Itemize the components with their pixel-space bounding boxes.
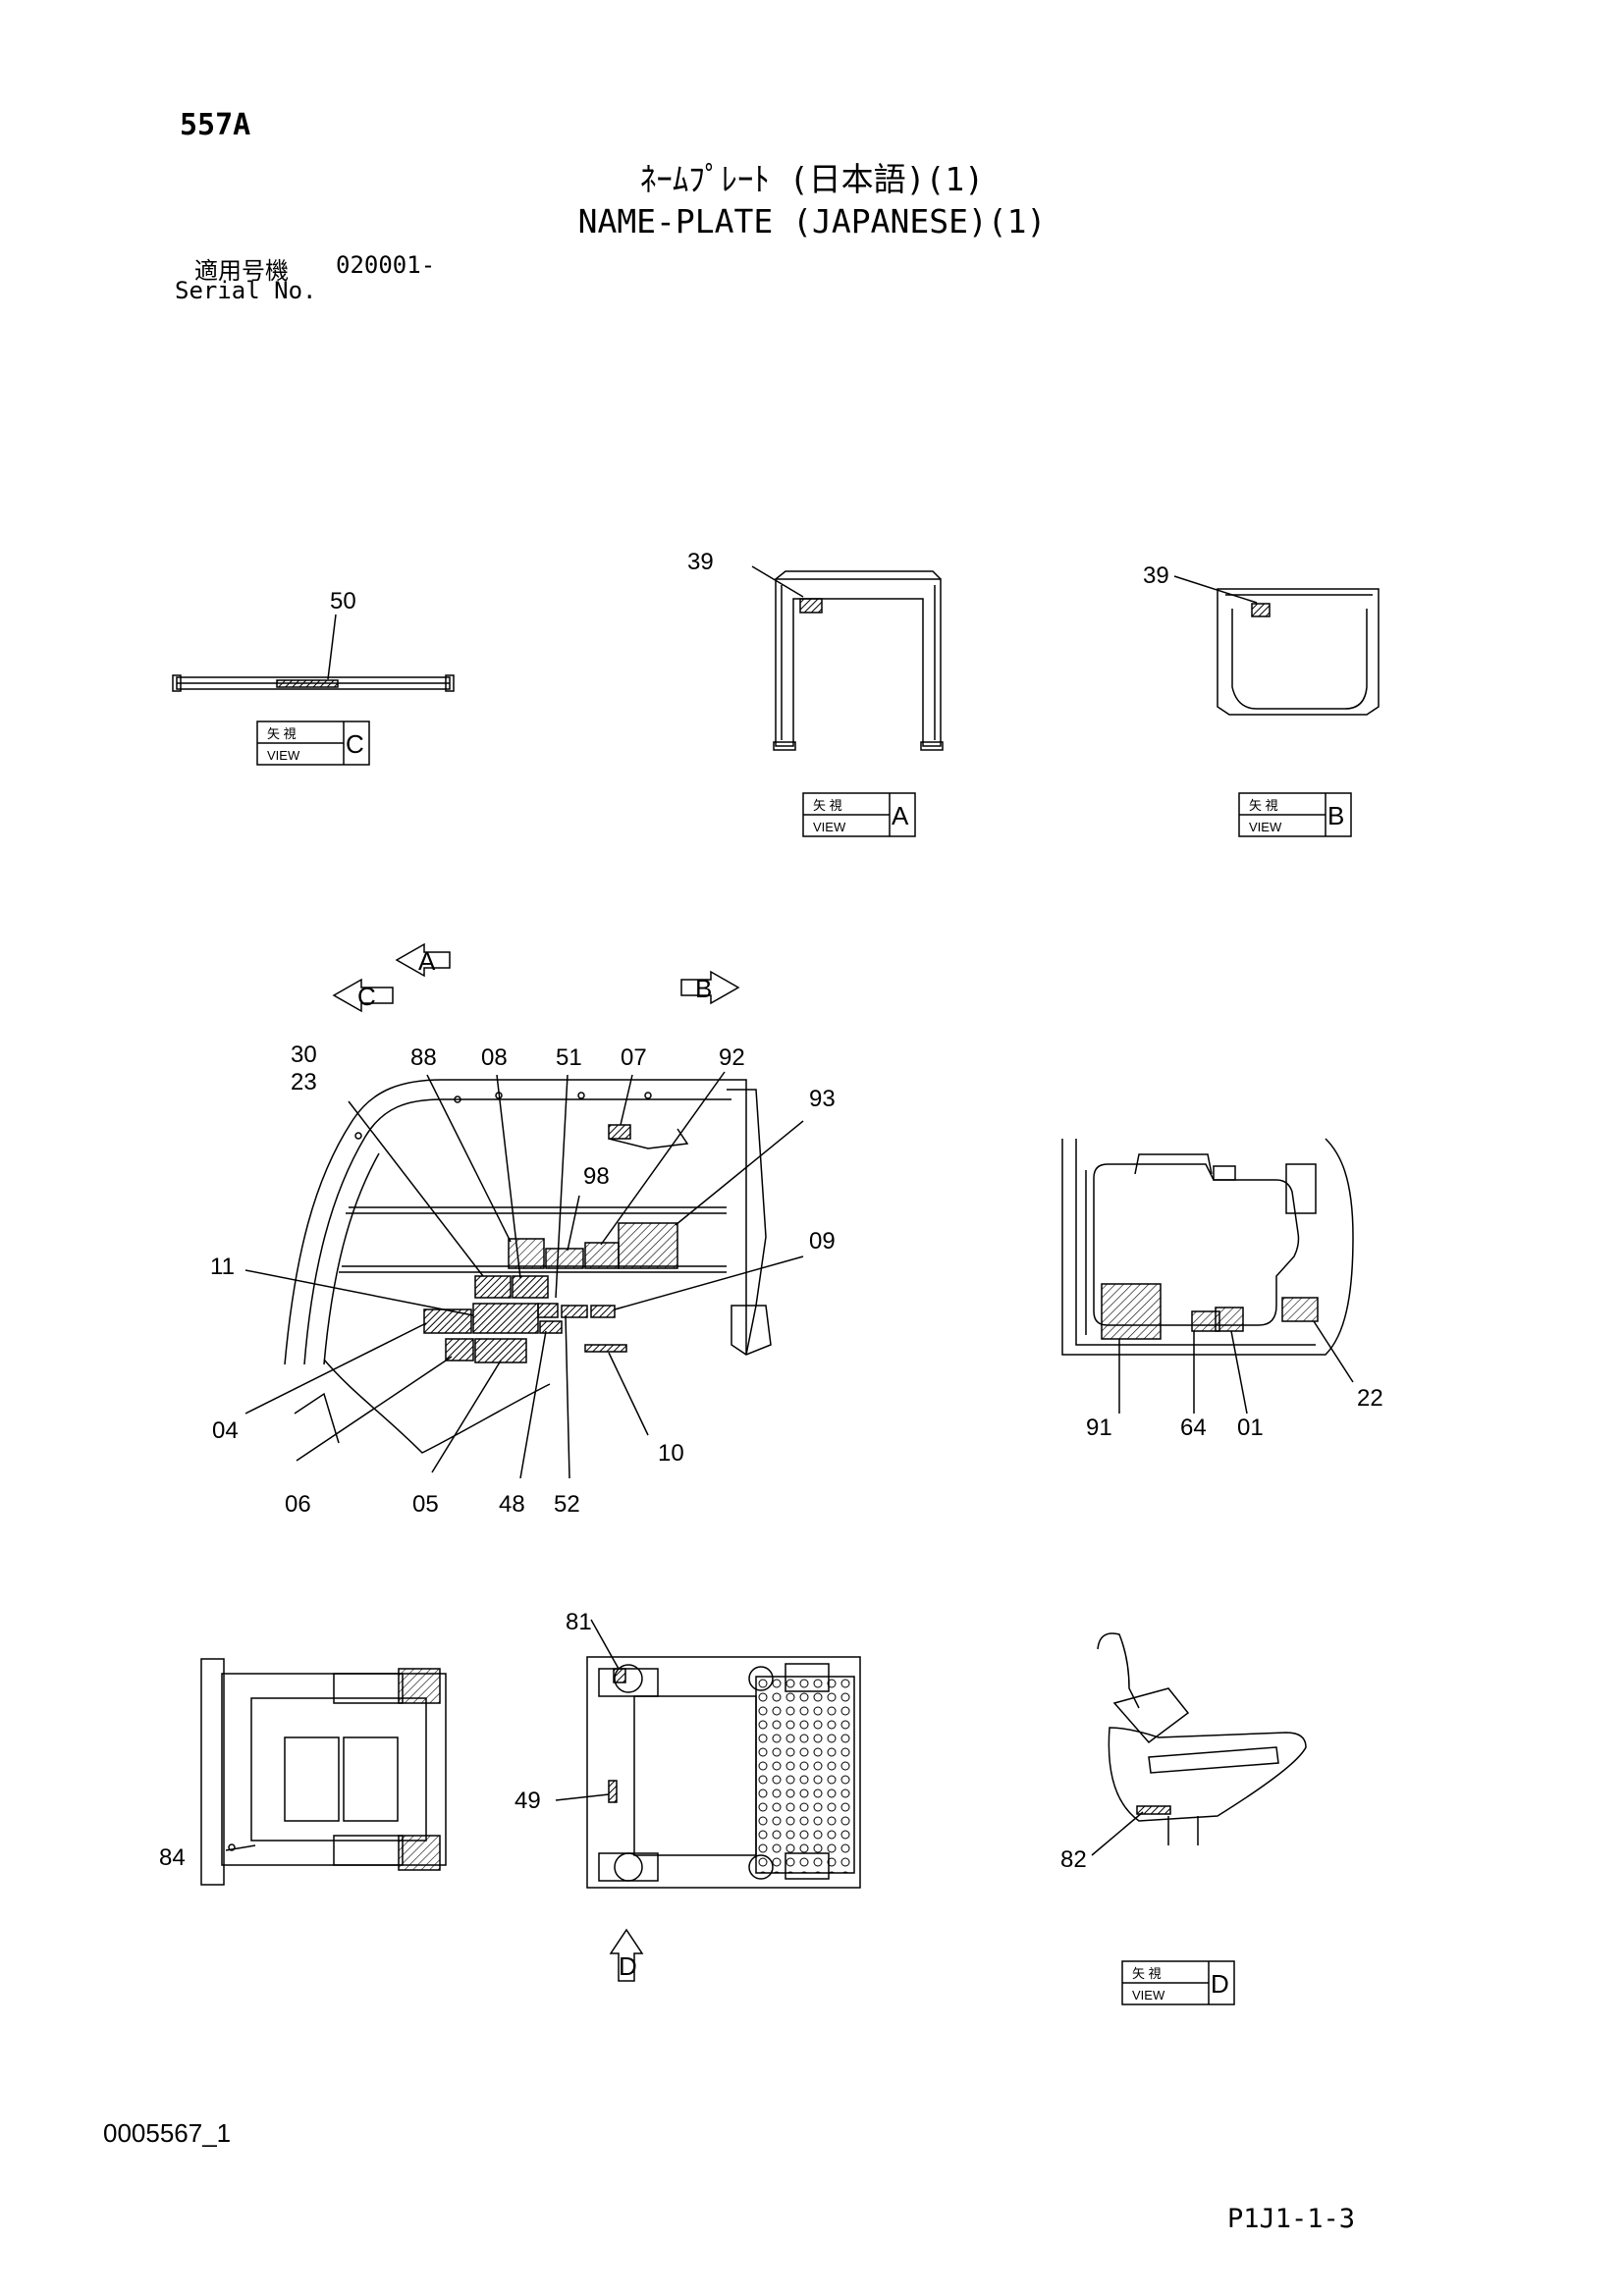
callout-98: 98 [583, 1163, 610, 1190]
view-b-kanji: 矢 視 [1249, 798, 1278, 813]
view-c-letter: C [346, 729, 364, 759]
callout-39-view-a: 39 [687, 549, 714, 575]
title-japanese: ﾈｰﾑﾌﾟﾚｰﾄ (日本語)(1) [639, 160, 985, 198]
nameplate-39-b [1251, 603, 1271, 617]
view-a-letter: A [892, 801, 909, 830]
nameplate-05 [474, 1338, 527, 1363]
nameplate-01 [1215, 1307, 1244, 1332]
nameplate-51 [537, 1303, 559, 1318]
callout-88: 88 [410, 1044, 437, 1071]
callout-11: 11 [210, 1254, 235, 1280]
view-box-c [256, 721, 370, 766]
nameplate-81 [613, 1668, 626, 1683]
view-a-kanji: 矢 視 [813, 798, 842, 813]
nameplate-93 [618, 1222, 678, 1269]
callout-23: 23 [291, 1069, 317, 1095]
serial-value: 020001- [336, 251, 436, 279]
callout-84: 84 [159, 1844, 186, 1871]
title-english: NAME-PLATE (JAPANESE)(1) [577, 202, 1047, 240]
serial-label-english: Serial No. [175, 277, 317, 304]
callout-51: 51 [556, 1044, 582, 1071]
page-code: P1J1-1-3 [1227, 2204, 1356, 2234]
view-box-b [1238, 792, 1352, 837]
nameplate-92 [584, 1242, 620, 1269]
nameplate-07 [608, 1124, 631, 1140]
view-b-letter: B [1327, 801, 1344, 830]
nameplate-09b [590, 1305, 616, 1318]
nameplate-91 [1101, 1283, 1162, 1340]
callout-06: 06 [285, 1491, 311, 1518]
direction-arrow-d-label: D [619, 1951, 637, 1981]
view-box-a [802, 792, 916, 837]
nameplate-08 [512, 1275, 549, 1299]
callout-39-view-b: 39 [1143, 562, 1169, 589]
callout-92: 92 [719, 1044, 745, 1071]
nameplate-48 [539, 1320, 563, 1334]
callout-10: 10 [658, 1440, 684, 1467]
callout-05: 05 [412, 1491, 439, 1518]
nameplate-11 [472, 1303, 539, 1334]
callout-48: 48 [499, 1491, 525, 1518]
callout-08: 08 [481, 1044, 508, 1071]
nameplate-10 [584, 1344, 627, 1353]
direction-arrow-a-label: A [418, 946, 436, 976]
callout-82: 82 [1060, 1846, 1087, 1873]
callout-93: 93 [809, 1086, 836, 1112]
direction-arrow-b [680, 970, 740, 1005]
view-a-word: VIEW [813, 820, 846, 834]
nameplate-49 [608, 1780, 618, 1803]
view-d-word: VIEW [1132, 1988, 1165, 2002]
nameplate-82 [1136, 1805, 1171, 1815]
view-a-drawing [751, 565, 944, 751]
nameplate-30 [474, 1275, 512, 1299]
direction-arrow-a [395, 942, 451, 978]
callout-50: 50 [330, 588, 356, 614]
direction-arrow-b-label: B [695, 974, 712, 1003]
callout-81: 81 [566, 1609, 592, 1635]
nameplate-50 [276, 679, 339, 688]
serial-label-japanese: 適用号機 [194, 257, 289, 285]
view-c-drawing [172, 614, 455, 692]
callout-52: 52 [554, 1491, 580, 1518]
callout-09: 09 [809, 1228, 836, 1255]
page-id: 557A [180, 108, 251, 142]
view-c-word: VIEW [267, 748, 300, 763]
nameplate-22 [1281, 1297, 1319, 1322]
nameplate-98 [545, 1248, 584, 1269]
seat-drawing [200, 1658, 447, 1886]
document-number: 0005567_1 [103, 2118, 232, 2148]
direction-arrow-c [332, 978, 394, 1013]
view-c-kanji: 矢 視 [267, 726, 297, 741]
view-b-word: VIEW [1249, 820, 1282, 834]
main-cab-drawing [244, 1071, 804, 1479]
callout-07: 07 [621, 1044, 647, 1071]
view-box-d [1121, 1960, 1235, 2005]
door-panel-drawing [1061, 1138, 1354, 1415]
callout-30: 30 [291, 1041, 317, 1068]
callout-49: 49 [514, 1788, 541, 1814]
nameplate-88 [508, 1238, 545, 1269]
nameplate-06 [445, 1338, 474, 1362]
lever-drawing [1091, 1632, 1307, 1856]
view-d-kanji: 矢 視 [1132, 1966, 1162, 1981]
callout-91: 91 [1086, 1415, 1112, 1441]
view-d-letter: D [1211, 1969, 1229, 1999]
callout-04: 04 [212, 1417, 239, 1444]
console-top-view-drawing [555, 1619, 861, 1889]
nameplate-09 [561, 1305, 588, 1318]
callout-01: 01 [1237, 1415, 1264, 1441]
direction-arrow-d [609, 1928, 644, 1982]
callout-64: 64 [1180, 1415, 1207, 1441]
direction-arrow-c-label: C [357, 982, 376, 1011]
callout-22: 22 [1357, 1385, 1383, 1412]
nameplate-39-a [799, 598, 823, 614]
view-b-drawing [1173, 575, 1380, 716]
